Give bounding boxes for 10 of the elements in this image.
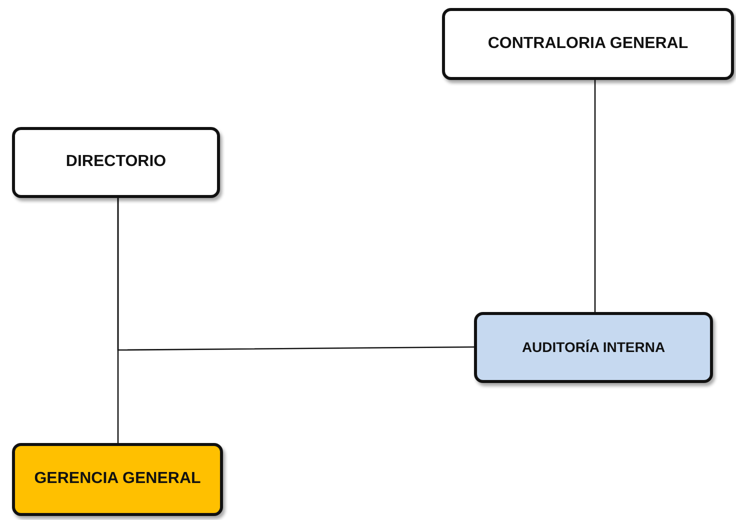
box-label: GERENCIA GENERAL [34,469,201,490]
org-box [474,312,713,383]
org-box [12,127,220,198]
connector-line [594,80,596,312]
connector-line [117,198,474,351]
box-label: AUDITORÍA INTERNA [522,338,666,357]
org-box [12,443,223,516]
org-box [442,8,734,80]
box-label: DIRECTORIO [66,152,166,172]
box-label: CONTRALORIA GENERAL [488,34,688,54]
